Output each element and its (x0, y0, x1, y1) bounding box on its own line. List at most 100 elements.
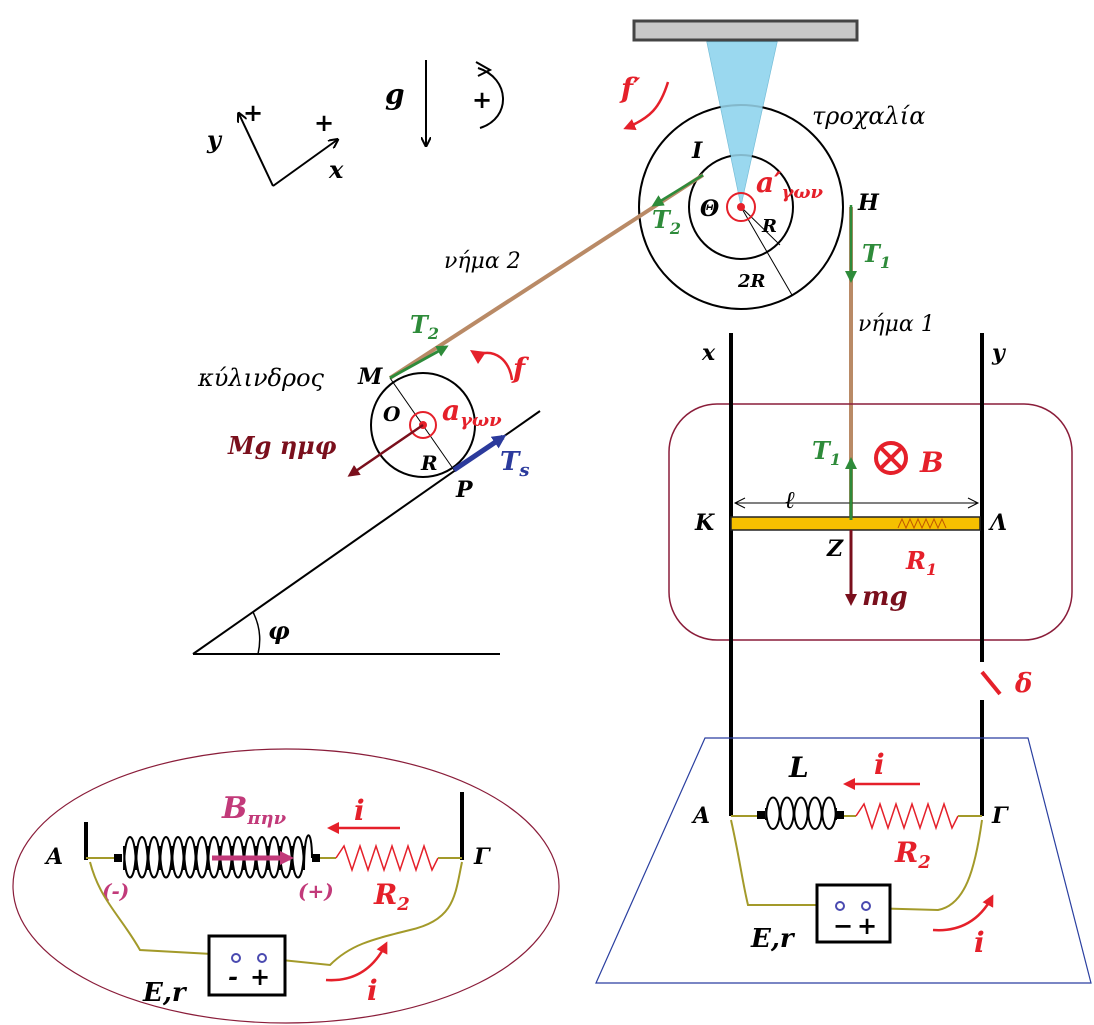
left-solenoid-coil-back (123, 845, 305, 879)
pulley-point-i: I (691, 138, 703, 164)
left-wire-to-battery-minus (89, 861, 231, 956)
tension-t2-on-pulley (651, 173, 704, 207)
right-battery-current-arrow (932, 894, 994, 932)
cylinder-point-p: P (455, 477, 474, 503)
left-point-a: A (44, 844, 63, 870)
static-friction-label: Ts (500, 447, 530, 481)
length-label: ℓ (785, 485, 795, 514)
inductor-left-terminal (757, 811, 765, 819)
magnetic-field-label: B (919, 446, 944, 479)
length-arrow-right (967, 497, 980, 509)
left-battery-plus: + (250, 962, 270, 991)
x-plus-sign: + (314, 108, 334, 137)
left-circuit-frame (12, 748, 560, 1024)
pulley-point-h: H (857, 190, 880, 216)
incline-angle-label: φ (268, 616, 290, 645)
left-coil-terminal-plus (312, 854, 320, 862)
left-battery (207, 934, 287, 997)
left-battery-current-label: i (367, 974, 378, 1007)
tension-t2-pulley-label: T2 (652, 205, 681, 238)
cylinder-friction-label: f (511, 352, 530, 385)
inductor-l-coil (765, 796, 837, 821)
cylinder-point-m: M (357, 364, 383, 390)
tension-t1-pulley-label: T1 (862, 239, 891, 272)
y-axis-arrow (239, 114, 274, 187)
field-into-page-circle (874, 441, 908, 475)
right-circuit: A Γ L i R2 − + E,r i (595, 737, 1092, 984)
rotation-arrowhead (475, 61, 493, 77)
cylinder-angular-accel: aγων (442, 394, 502, 431)
field-cross-2 (879, 446, 903, 470)
x-axis-arrow (272, 140, 337, 187)
right-circuit-frame (595, 737, 1092, 984)
right-point-a: A (691, 803, 710, 829)
right-rail-label: y (991, 340, 1007, 366)
left-circuit-detail: Bπην i A Γ (-) (+) R2 - + E,r i (12, 748, 560, 1024)
right-battery-plus: + (857, 911, 877, 940)
rod-resistance-label: R1 (905, 546, 937, 579)
left-plus-terminal-label: (+) (298, 879, 334, 903)
pulley-name: τροχαλία (812, 102, 925, 130)
incline-angle-arc (252, 611, 261, 655)
left-solenoid-coil (123, 834, 313, 871)
inductor-l-coil-back (765, 807, 837, 830)
cylinder-name: κύλινδρος (197, 364, 325, 392)
rod-resistance-zigzag (897, 517, 947, 530)
pulley-center-label: Θ (700, 196, 719, 222)
right-battery-minus: − (833, 911, 853, 940)
tension-t1-rod-label: T1 (812, 436, 841, 469)
left-battery-current-arrow (325, 941, 388, 982)
pulley-inner-radius (740, 206, 781, 246)
pulley-axis-dot (737, 203, 745, 211)
right-point-gamma: Γ (991, 803, 1009, 829)
y-plus-sign: + (243, 98, 263, 127)
point-z-label: Z (826, 536, 844, 562)
string-1-label: νήμα 1 (858, 312, 935, 337)
y-axis-label: y (206, 125, 223, 154)
left-r2-label: R2 (373, 878, 410, 915)
cone-overlay (707, 42, 777, 205)
left-battery-minus: - (228, 962, 238, 991)
coordinate-axes: y + + x (206, 98, 344, 187)
left-coil-terminal-minus (114, 854, 122, 862)
gravity-label: g (385, 78, 405, 111)
cylinder-friction-arrowhead (470, 350, 486, 364)
left-current-label: i (354, 794, 365, 827)
left-battery-plus-terminal (257, 953, 267, 963)
pulley-friction-label: f′ (619, 72, 641, 105)
right-battery-minus-terminal (835, 901, 845, 911)
solenoid-field-label: Bπην (221, 791, 287, 829)
cylinder-center-label: O (383, 402, 401, 426)
pulley-2r-label: 2R (737, 271, 766, 292)
right-wire-to-battery-minus (730, 819, 838, 906)
switch-label: δ (1014, 669, 1032, 699)
left-wire-to-battery-plus (261, 861, 463, 967)
left-rail-label: x (701, 340, 716, 366)
string-2 (388, 173, 705, 380)
right-current-label: i (874, 748, 885, 781)
inductor-label: L (788, 751, 809, 784)
pulley-tensions: T1 T2 (651, 173, 891, 283)
pulley-angular-accel: a′γων (756, 166, 824, 203)
pulley-outer-radius (740, 206, 793, 296)
left-source-label: E,r (142, 978, 188, 1008)
right-wire-to-battery-plus (865, 819, 983, 912)
left-point-gamma: Γ (473, 844, 491, 870)
static-friction-arrow (452, 434, 507, 473)
rails-assembly: δ x y K Λ Z R1 ℓ T1 mg B (668, 333, 1073, 816)
point-lambda-label: Λ (988, 510, 1007, 536)
sliding-rod (730, 516, 981, 531)
string-2-label: νήμα 2 (444, 249, 521, 274)
resistor-r2-left (335, 843, 439, 873)
right-source-label: E,r (750, 924, 796, 954)
pulley-r-label: R (761, 216, 777, 237)
tension-t2-on-cylinder (389, 345, 449, 380)
cylinder: O aγων R κύλινδρος M P T2 f Mg ημφ Ts (197, 310, 530, 503)
inductor-right-terminal (836, 811, 844, 819)
rotation-plus-sign: + (472, 85, 492, 114)
switch-lever (980, 670, 1002, 696)
right-battery (815, 883, 892, 944)
right-battery-current-label: i (974, 926, 985, 959)
ceiling-bar (632, 19, 859, 42)
